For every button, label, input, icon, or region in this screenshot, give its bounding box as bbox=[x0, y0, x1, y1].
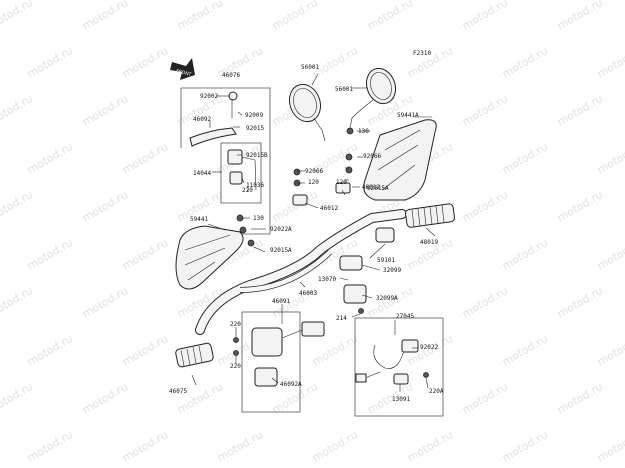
part-callouts: 46076 92002 92009 46092 92015 92015B 14044 1103… bbox=[169, 64, 444, 403]
callout-label: 59101 bbox=[377, 257, 395, 264]
throttle-housing bbox=[339, 227, 395, 304]
leader-lines bbox=[191, 73, 436, 392]
left-switch-sub bbox=[227, 149, 257, 191]
callout-label: 13070 bbox=[318, 276, 336, 283]
callout-label: 13091 bbox=[392, 396, 410, 403]
callout-label: 46092 bbox=[193, 116, 211, 123]
callout-label: 120 bbox=[336, 179, 347, 186]
throttle-cables bbox=[355, 339, 419, 385]
left-switch-group-box bbox=[241, 311, 301, 413]
right-mirror bbox=[349, 67, 397, 129]
callout-label: 220 bbox=[230, 321, 241, 328]
callout-label: 92002 bbox=[200, 93, 218, 100]
handlebar-clamps bbox=[292, 182, 351, 206]
callout-label: 92022A bbox=[270, 226, 292, 233]
callout-label: 92066 bbox=[305, 168, 323, 175]
callout-label: 32099A bbox=[376, 295, 398, 302]
left-switch-housing bbox=[251, 321, 325, 387]
switch-subgroup-box bbox=[220, 142, 262, 204]
left-lever-group-box bbox=[181, 87, 271, 235]
callout-label: 46012 bbox=[362, 184, 380, 191]
callout-label: 92022 bbox=[420, 344, 438, 351]
right-hand-guard bbox=[363, 119, 437, 201]
clutch-lever bbox=[189, 91, 238, 147]
front-label: FRONT bbox=[175, 68, 192, 78]
figure-code: F2310 bbox=[413, 50, 431, 57]
callout-label: 14044 bbox=[193, 170, 211, 177]
callout-label: 92066 bbox=[363, 153, 381, 160]
bolts bbox=[233, 127, 429, 378]
callout-label: 27045 bbox=[396, 313, 414, 320]
callout-label: 214 bbox=[336, 315, 347, 322]
callout-label: 59441 bbox=[190, 216, 208, 223]
callout-label: 46075 bbox=[169, 388, 187, 395]
callout-label: 92015A bbox=[270, 247, 292, 254]
callout-label: 220 bbox=[230, 363, 241, 370]
callout-label: 220A bbox=[429, 388, 444, 395]
callout-label: 48019 bbox=[420, 239, 438, 246]
callout-label: 46012 bbox=[320, 205, 338, 212]
callout-label: 92009 bbox=[245, 112, 263, 119]
callout-label: 56001 bbox=[335, 86, 353, 93]
callout-label: 120 bbox=[308, 179, 319, 186]
callout-label: 130 bbox=[358, 128, 369, 135]
callout-label: 130 bbox=[253, 215, 264, 222]
callout-label: 56001 bbox=[301, 64, 319, 71]
callout-label: 46091 bbox=[272, 298, 290, 305]
callout-label: 59441A bbox=[397, 112, 419, 119]
right-grip bbox=[405, 203, 456, 228]
callout-label: 46076 bbox=[222, 72, 240, 79]
front-arrow-icon: FRONT bbox=[170, 58, 195, 80]
throttle-cable-group-box bbox=[354, 317, 444, 417]
left-grip bbox=[175, 342, 214, 368]
callout-label: 92015A bbox=[367, 185, 389, 192]
handlebar bbox=[195, 209, 407, 335]
callout-label: 92015 bbox=[246, 125, 264, 132]
callout-label: 92015B bbox=[246, 152, 268, 159]
left-mirror bbox=[288, 83, 326, 142]
left-hand-guard bbox=[175, 225, 244, 290]
callout-label: 46003 bbox=[299, 290, 317, 297]
callout-label: 46092A bbox=[280, 381, 302, 388]
callout-label: 32099 bbox=[383, 267, 401, 274]
callout-label: 11036 bbox=[246, 182, 264, 189]
callout-label: 220 bbox=[242, 187, 253, 194]
